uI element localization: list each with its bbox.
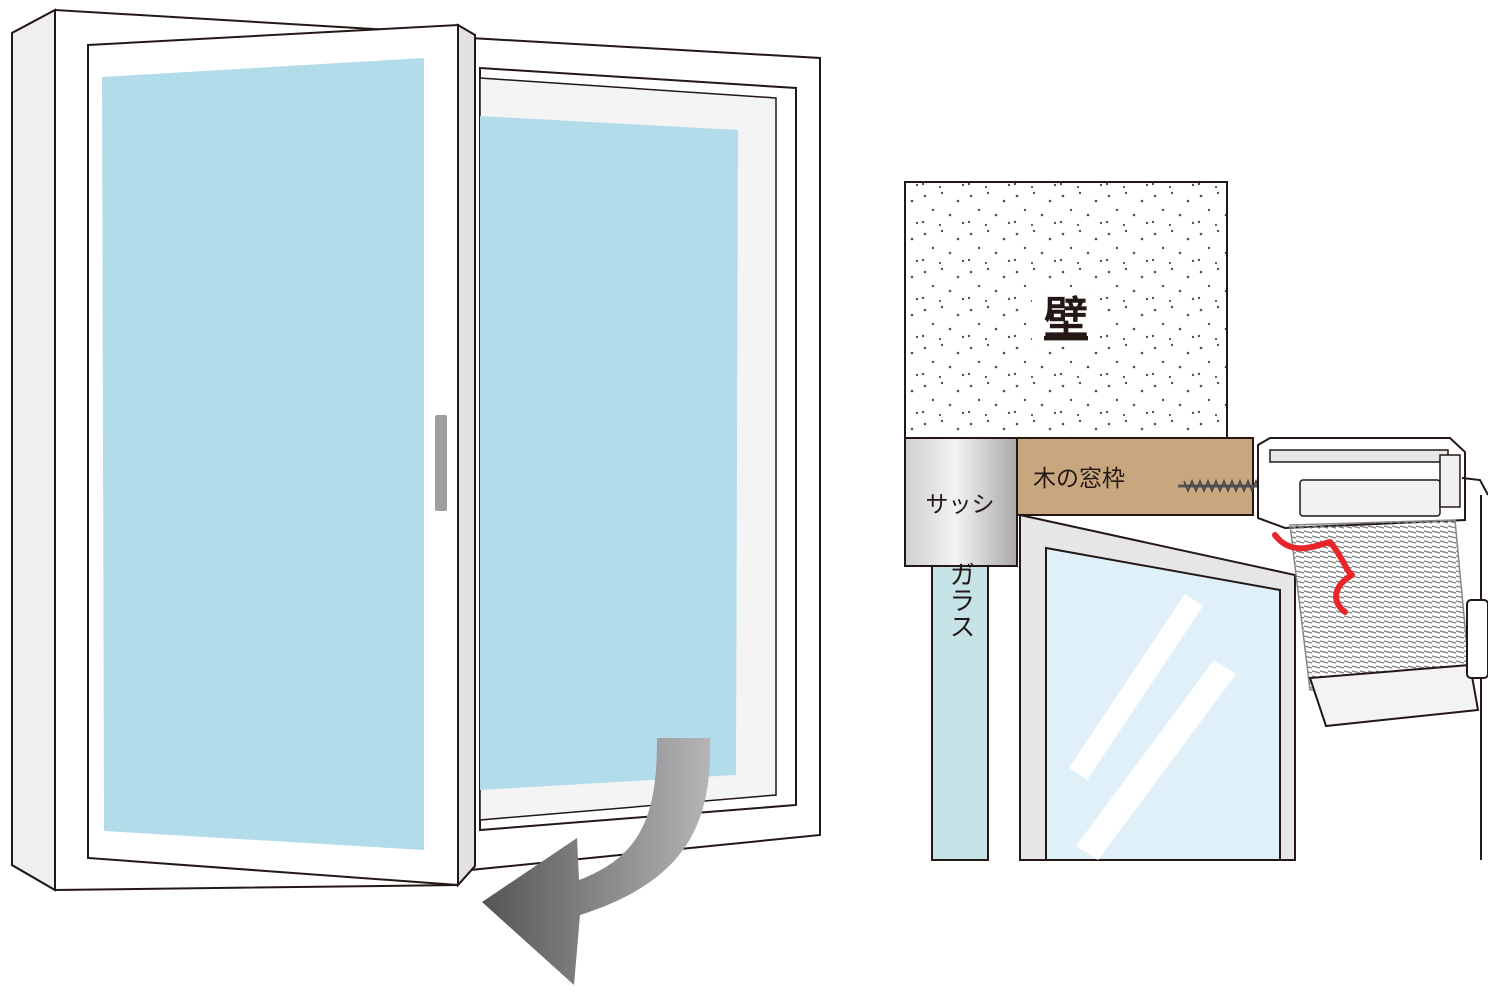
back-pane-glass (480, 116, 738, 790)
open-pane-glass (1046, 548, 1280, 860)
wood-frame-label: 木の窓枠 (1033, 466, 1125, 492)
glass-label: ガラス (945, 561, 975, 639)
casement-window-illustration (12, 10, 820, 985)
cross-section-diagram: 壁 サッシ 木の窓枠 ガラス (905, 182, 1488, 860)
blind-head-box (1258, 438, 1488, 528)
wall-label: 壁 (1044, 293, 1088, 344)
sash-label: サッシ (926, 492, 995, 518)
open-sash-glass (102, 58, 424, 850)
open-sash-front-edge (458, 25, 475, 885)
open-sash-side-edge (12, 10, 55, 890)
window-handle (435, 415, 447, 511)
cord-tassel (1467, 600, 1488, 678)
